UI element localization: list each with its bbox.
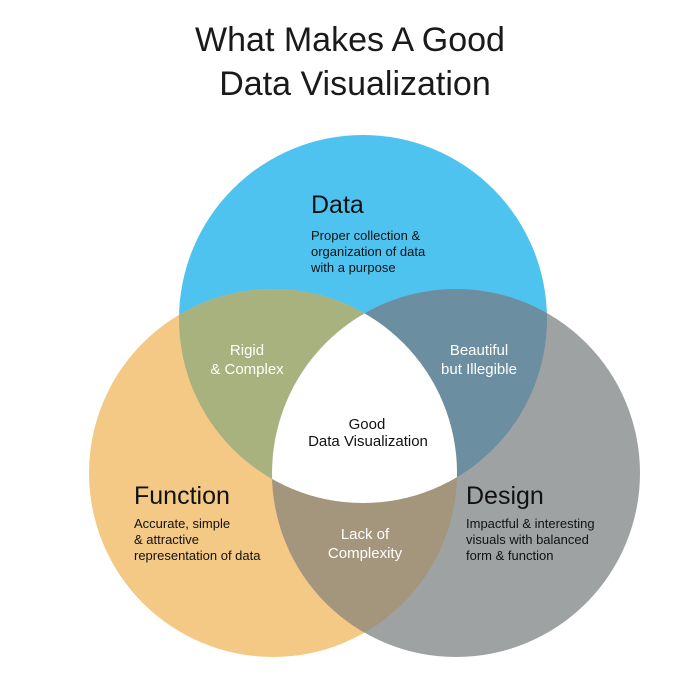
center-overlap — [272, 289, 457, 503]
center-label-line-1: Good — [349, 416, 386, 433]
data-design-overlap-label-line-1: Beautiful — [450, 342, 508, 359]
design-set-description-line-2: visuals with balanced — [466, 532, 589, 547]
function-set-description-line-3: representation of data — [134, 548, 261, 563]
design-set-title: Design — [466, 482, 544, 510]
function-design-overlap-label-line-2: Complexity — [328, 545, 403, 562]
function-set-description-line-1: Accurate, simple — [134, 516, 230, 531]
diagram-title-line-1: What Makes A Good — [195, 21, 505, 59]
data-set-description-line-2: organization of data — [311, 244, 426, 259]
diagram-title-line-2: Data Visualization — [219, 65, 491, 103]
center-label-line-2: Data Visualization — [308, 433, 428, 450]
data-set-title: Data — [311, 191, 364, 219]
function-set-description-line-2: & attractive — [134, 532, 199, 547]
data-set-description-line-1: Proper collection & — [311, 228, 420, 243]
function-set-title: Function — [134, 482, 230, 510]
data-function-overlap-label-line-1: Rigid — [230, 342, 264, 359]
data-design-overlap-label-line-2: but Illegible — [441, 361, 517, 378]
function-design-overlap-label-line-1: Lack of — [341, 526, 390, 543]
data-set-description-line-3: with a purpose — [310, 260, 396, 275]
design-set-description-line-3: form & function — [466, 548, 553, 563]
data-function-overlap-label-line-2: & Complex — [210, 361, 284, 378]
design-set-description-line-1: Impactful & interesting — [466, 516, 595, 531]
